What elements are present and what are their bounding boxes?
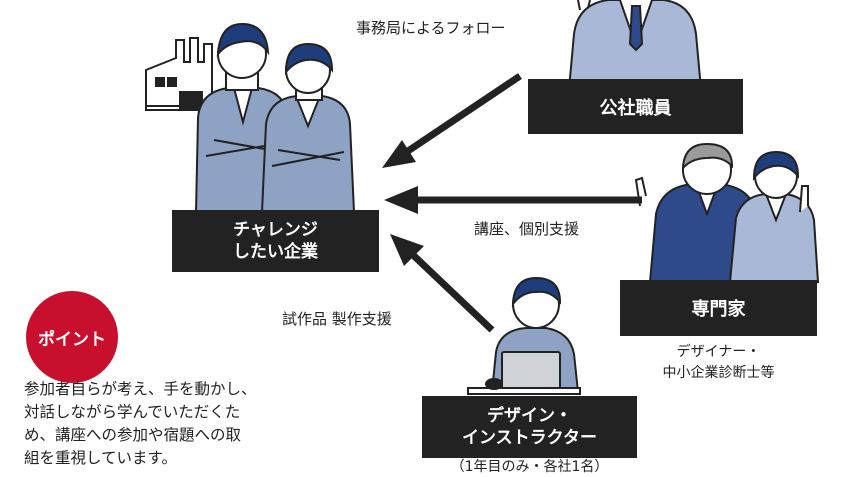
staff-illustration [566, 0, 704, 101]
point-line: 組を重視しています。 [24, 449, 177, 467]
factory-icon [145, 37, 232, 111]
company-workers-illustration [194, 22, 356, 213]
experts-note: デザイナー・ 中小企業診断士等 [620, 342, 817, 384]
designer-illustration [467, 276, 581, 395]
point-text: 参加者自らが考え、手を動かし、 対話しながら学んでいただくた め、講座への参加や… [24, 378, 324, 470]
point-line: 対話しながら学んでいただくた [24, 403, 241, 421]
staff-label: 公社職員 [528, 79, 743, 134]
edge-label-experts: 講座、個別支援 [474, 220, 580, 238]
designer-note: （1年目のみ・各社1名） [450, 459, 609, 475]
point-line: め、講座への参加や宿題への取 [24, 426, 242, 444]
company-label-line2: したい企業 [233, 242, 318, 262]
designer-label: デザイン・ インストラクター [422, 396, 637, 458]
edge-label-designer: 試作品 製作支援 [282, 310, 392, 328]
company-label-line1: チャレンジ [233, 220, 318, 240]
point-badge: ポイント [26, 291, 118, 383]
experts-note-line2: 中小企業診断士等 [662, 365, 775, 381]
designer-label-line1: デザイン・ [487, 406, 572, 426]
experts-illustration [634, 142, 820, 283]
staff-label-text: 公社職員 [599, 97, 672, 119]
designer-label-line2: インストラクター [462, 428, 597, 448]
arrow-staff-to-company [406, 73, 522, 154]
experts-label-text: 専門家 [691, 299, 746, 320]
experts-note-line1: デザイナー・ [676, 344, 761, 360]
point-line: 参加者自らが考え、手を動かし、 [24, 380, 257, 398]
company-label: チャレンジ したい企業 [172, 210, 379, 272]
arrow-icon [382, 73, 642, 333]
experts-label: 専門家 [620, 280, 817, 336]
arrow-designer-to-company [409, 251, 495, 333]
edge-label-staff: 事務局によるフォロー [356, 19, 506, 37]
